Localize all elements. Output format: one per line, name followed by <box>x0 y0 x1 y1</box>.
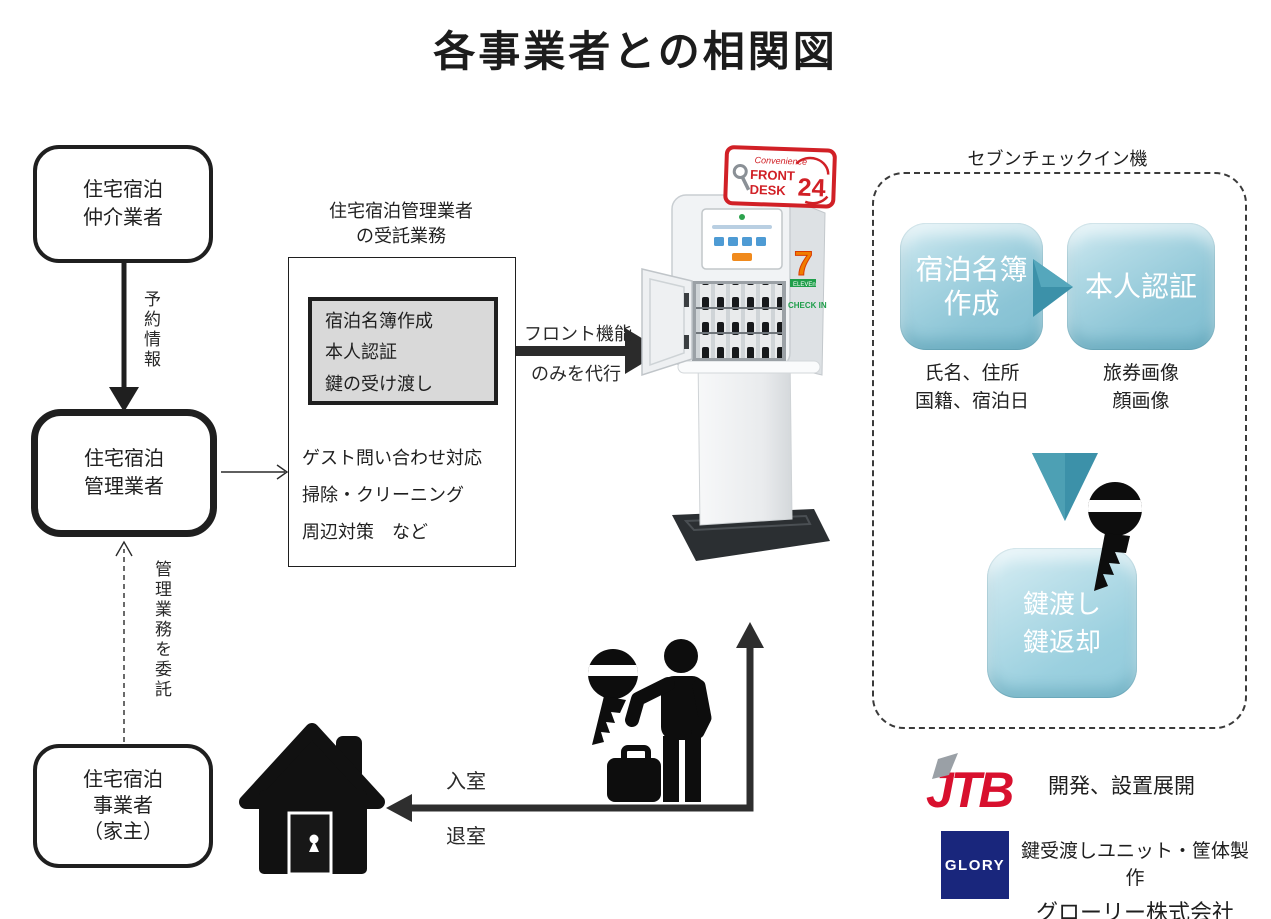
seven-panel-title: セブンチェックイン機 <box>967 149 1148 169</box>
page-title: 各事業者との相関図 <box>433 28 838 75</box>
exit-label: 退室 <box>446 826 486 848</box>
step-register-line1: 宿泊名簿 <box>915 253 1028 285</box>
sign-front: FRONT <box>750 167 795 184</box>
other-tasks-list: ゲスト問い合わせ対応 掃除・クリーニング 周辺対策 など <box>302 440 512 551</box>
suitcase-icon <box>607 745 661 802</box>
owner-line2: 事業者 <box>93 795 153 817</box>
sign-desk: DESK <box>749 182 786 198</box>
key-icon <box>1088 482 1142 591</box>
front-tasks-box: 宿泊名簿作成 本人認証 鍵の受け渡し <box>308 297 498 405</box>
glory-role-text: 鍵受渡しユニット・筐体製作 グローリー株式会社 <box>1018 836 1252 919</box>
manager-to-entrusted-arrow <box>221 464 289 480</box>
enter-label: 入室 <box>446 771 486 793</box>
jtb-role-text: 開発、設置展開 <box>1048 775 1195 798</box>
seven-panel-border <box>872 172 1247 729</box>
step-arrow-right-icon <box>1033 259 1073 317</box>
step-identity-sub: 旅券画像 顔画像 <box>1063 360 1219 416</box>
proxy-label-line1: フロント機能 <box>524 324 632 344</box>
delegate-dashed-arrow <box>115 540 133 742</box>
entrusted-header: 住宅宿泊管理業者 の受託業務 <box>278 199 524 249</box>
checkin-kiosk-illustration: 7 ELEVEn CHECK IN Convenience FRONT DESK… <box>641 145 837 561</box>
sign-brand: Convenience <box>754 155 807 167</box>
step-register-sub: 氏名、住所 国籍、宿泊日 <box>893 360 1051 416</box>
house-icon <box>239 723 385 876</box>
step-register-line2: 作成 <box>943 287 1000 319</box>
other-task-1: ゲスト問い合わせ対応 <box>302 448 482 468</box>
manager-line2: 管理業者 <box>84 476 164 498</box>
seven-eleven-logo: 7 ELEVEn CHECK IN <box>788 245 827 311</box>
manager-line1: 住宅宿泊 <box>84 448 164 470</box>
intermediary-line1: 住宅宿泊 <box>83 179 163 201</box>
step-identity-box: 本人認証 <box>1067 223 1215 350</box>
seven-logo-numeral: 7 <box>794 245 813 283</box>
glory-role-line1: 鍵受渡しユニット・筐体製作 <box>1020 841 1249 889</box>
step-identity-label: 本人認証 <box>1084 270 1197 302</box>
glory-logo-text: GLORY <box>944 856 1006 874</box>
other-task-3: 周辺対策 など <box>302 522 428 542</box>
glory-logo: GLORY <box>941 831 1009 899</box>
sign-key-icon <box>732 164 751 191</box>
jtb-logo: JTB <box>926 753 1016 818</box>
front-task-3: 鍵の受け渡し <box>325 373 433 394</box>
owner-line3: （家主） <box>83 821 163 843</box>
step-register-box: 宿泊名簿 作成 <box>900 223 1043 350</box>
identity-sub-line1: 旅券画像 <box>1102 363 1179 384</box>
eleven-label: ELEVEn <box>793 282 816 288</box>
proxy-label-line2: のみを代行 <box>531 364 621 384</box>
step-key-line1: 鍵渡し <box>1022 589 1101 619</box>
intermediary-box: 住宅宿泊 仲介業者 <box>33 145 213 263</box>
kiosk-open-door <box>641 268 693 377</box>
checkin-label: CHECK IN <box>788 301 827 310</box>
entrusted-header-line2: の受託業務 <box>356 226 446 246</box>
identity-sub-line2: 顔画像 <box>1112 391 1170 412</box>
front-task-2: 本人認証 <box>325 342 397 362</box>
front-desk-sign: Convenience FRONT DESK 24 <box>723 145 837 209</box>
other-task-2: 掃除・クリーニング <box>302 485 464 505</box>
kiosk-key-cabinet <box>692 281 786 361</box>
entrusted-header-line1: 住宅宿泊管理業者 <box>329 201 473 221</box>
kiosk-screen <box>701 208 783 270</box>
reservation-arrow <box>109 263 139 412</box>
kiosk-pedestal <box>697 354 793 526</box>
guest-with-key-icon <box>588 639 712 802</box>
step-arrow-down-icon <box>1032 453 1098 521</box>
register-sub-line2: 国籍、宿泊日 <box>914 391 1029 412</box>
intermediary-line2: 仲介業者 <box>83 207 163 229</box>
reservation-label: 予約情報 <box>141 290 160 370</box>
front-task-1: 宿泊名簿作成 <box>325 310 433 331</box>
owner-line1: 住宅宿泊 <box>83 769 163 791</box>
glory-role-line2: グローリー株式会社 <box>1035 900 1234 919</box>
sign-24: 24 <box>797 174 826 203</box>
manager-box: 住宅宿泊 管理業者 <box>31 409 217 537</box>
owner-box: 住宅宿泊 事業者 （家主） <box>33 744 213 868</box>
register-sub-line1: 氏名、住所 <box>924 363 1020 384</box>
step-key-line2: 鍵返却 <box>1022 627 1101 657</box>
delegate-label: 管理業務を委託 <box>152 560 171 700</box>
